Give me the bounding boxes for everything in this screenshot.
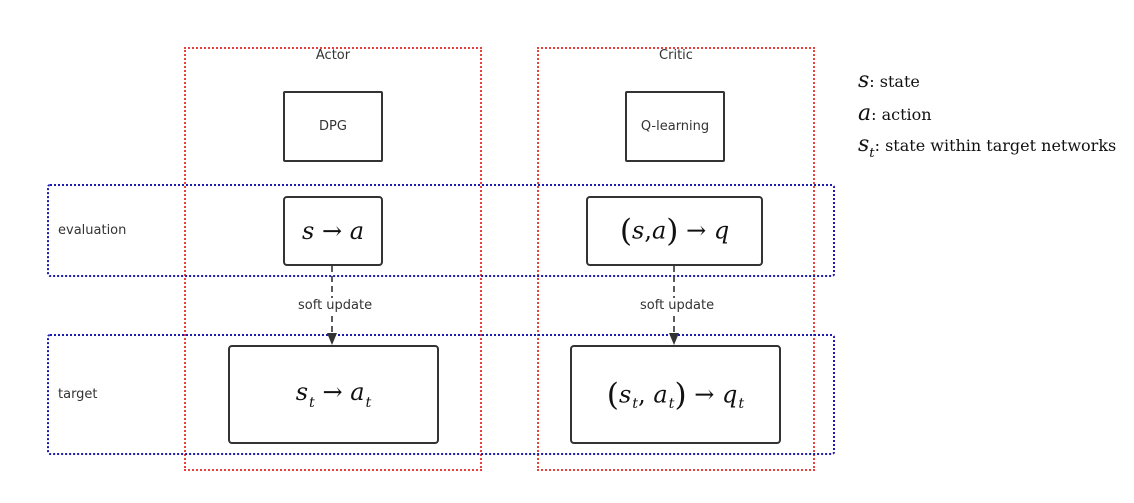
legend-symbol-s: s	[858, 68, 870, 93]
critic-soft-update-label: soft update	[638, 298, 717, 313]
actor-soft-update-label: soft update	[296, 298, 375, 313]
actor-target-box: st → at	[228, 345, 439, 444]
actor-target-formula: st → at	[295, 378, 372, 411]
actor-title: Actor	[315, 48, 351, 63]
evaluation-row-label: evaluation	[58, 223, 127, 238]
legend-text-action: : action	[871, 105, 932, 124]
legend-symbol-a: a	[858, 101, 872, 126]
actor-arrowhead	[327, 333, 337, 345]
critic-group	[537, 47, 815, 471]
legend-item-target-state: st: state within target networks	[858, 132, 1116, 161]
evaluation-row	[47, 184, 835, 277]
critic-arrowhead	[669, 333, 679, 345]
legend-text-target-state: : state within target networks	[874, 136, 1117, 155]
dpg-box: DPG	[283, 91, 383, 162]
legend-item-state: s: state	[858, 68, 920, 93]
q-learning-box: Q-learning	[625, 91, 725, 162]
target-row-label: target	[58, 387, 98, 402]
actor-group	[184, 47, 482, 471]
critic-eval-formula: (s,a) → q	[619, 213, 730, 249]
legend-text-state: : state	[869, 72, 920, 91]
q-learning-label: Q-learning	[640, 119, 710, 134]
legend-item-action: a: action	[858, 101, 932, 126]
actor-eval-formula: s → a	[302, 217, 364, 245]
critic-target-box: (st, at) → qt	[570, 345, 781, 444]
legend-symbol-st: st	[858, 132, 875, 161]
dpg-label: DPG	[319, 119, 347, 134]
actor-eval-box: s → a	[283, 196, 383, 266]
target-row	[47, 334, 835, 455]
critic-eval-box: (s,a) → q	[586, 196, 763, 266]
critic-target-formula: (st, at) → qt	[606, 376, 745, 413]
critic-title: Critic	[659, 48, 693, 63]
